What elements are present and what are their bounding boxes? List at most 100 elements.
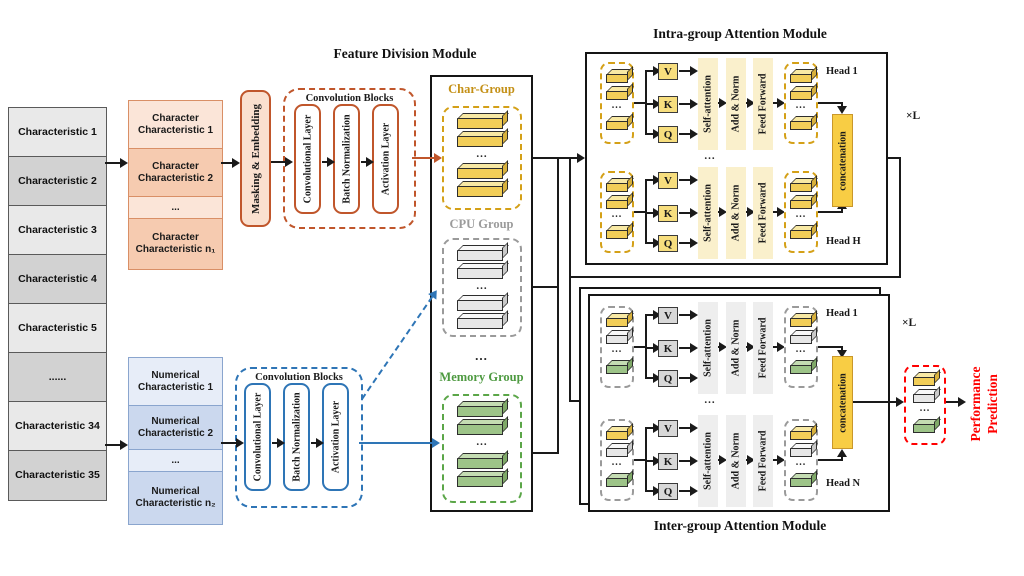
tensor-box (790, 318, 812, 327)
batch-normalization-box: Batch Normalization (333, 104, 360, 214)
convolution-blocks-title: Convolution Blocks (255, 372, 343, 383)
connector (569, 396, 587, 406)
feed-forward-label: Feed Forward (757, 73, 769, 135)
query-box: Q (658, 370, 678, 387)
tensor-box (606, 91, 628, 100)
arrow (645, 456, 661, 466)
arrow (645, 343, 661, 353)
feed-forward-stage: Feed Forward (753, 167, 773, 259)
tensor-box (606, 74, 628, 83)
tensor-box (457, 424, 503, 435)
ellipsis: ... (476, 280, 488, 292)
arrow (679, 129, 698, 139)
arrow (773, 207, 785, 217)
connector (818, 346, 843, 348)
value-box: V (658, 172, 678, 189)
arrow (718, 207, 727, 217)
convolutional-layer-label: Convolutional Layer (302, 114, 313, 204)
key-box: K (658, 205, 678, 222)
character-characteristic-cell: Character Characteristic 2 (129, 149, 222, 197)
masking-embedding-block: Masking & Embedding (240, 90, 271, 227)
add-norm-label: Add & Norm (730, 432, 742, 490)
tensor-box (457, 136, 503, 147)
tensor-box (913, 424, 935, 433)
numerical-characteristics-column: Numerical Characteristic 1 Numerical Cha… (128, 357, 223, 525)
stack-count-label: ×L (902, 317, 917, 329)
ellipsis: ... (919, 403, 931, 414)
cpu-group-label: CPU Group (449, 217, 514, 231)
arrow (773, 342, 785, 352)
add-norm-stage: Add & Norm (726, 167, 746, 259)
arrow (645, 486, 661, 496)
arrow (679, 486, 698, 496)
self-attention-label: Self-attention (702, 184, 714, 242)
connector (569, 157, 571, 402)
connector (634, 459, 646, 461)
add-norm-label: Add & Norm (730, 184, 742, 242)
connector (533, 153, 585, 163)
convolutional-layer-box: Convolutional Layer (244, 383, 271, 491)
arrow (645, 66, 661, 76)
key-box: K (658, 453, 678, 470)
inter-module-title: Inter-group Attention Module (653, 518, 827, 533)
numerical-to-memorygroup-arrow (359, 438, 440, 448)
ellipsis: ... (704, 394, 716, 406)
arrow (105, 440, 128, 450)
arrow (773, 455, 785, 465)
tensor-box (457, 168, 503, 179)
tensor-box (790, 74, 812, 83)
ellipsis: ... (611, 457, 623, 468)
arrow (679, 343, 698, 353)
arrow (645, 208, 661, 218)
tensor-box (457, 300, 503, 311)
connector (645, 427, 647, 492)
arrow (105, 158, 128, 168)
performance-prediction-label: Performance Prediction (968, 366, 1000, 442)
char-to-chargroup-arrow (412, 153, 442, 163)
tensor-box (606, 448, 628, 457)
tensor-box (457, 118, 503, 129)
add-norm-stage: Add & Norm (726, 302, 746, 394)
arrow (718, 342, 727, 352)
query-box: Q (658, 126, 678, 143)
ellipsis: ... (476, 148, 488, 160)
feed-forward-stage: Feed Forward (753, 302, 773, 394)
arrow (679, 373, 698, 383)
arrow (679, 310, 698, 320)
ellipsis: ... (611, 100, 623, 111)
tensor-box (790, 335, 812, 344)
self-attention-stage: Self-attention (698, 415, 718, 507)
feature-division-title: Feature Division Module (333, 46, 477, 61)
tensor-box (790, 365, 812, 374)
batch-normalization-box: Batch Normalization (283, 383, 310, 491)
feed-forward-label: Feed Forward (757, 182, 769, 244)
tensor-box (457, 268, 503, 279)
arrow (679, 208, 698, 218)
tensor-box (606, 318, 628, 327)
feed-forward-stage: Feed Forward (753, 58, 773, 150)
value-box: V (658, 420, 678, 437)
arrow (645, 373, 661, 383)
tensor-box (457, 186, 503, 197)
ellipsis: ... (611, 209, 623, 220)
table-row: Characteristic 5 (9, 304, 106, 353)
self-attention-label: Self-attention (702, 319, 714, 377)
self-attention-label: Self-attention (702, 75, 714, 133)
connector (569, 276, 901, 278)
tensor-box (606, 230, 628, 239)
arrow (679, 66, 698, 76)
add-norm-label: Add & Norm (730, 319, 742, 377)
batch-normalization-label: Batch Normalization (341, 114, 352, 204)
connector (818, 102, 843, 104)
concatenation-box: concatenation (832, 356, 853, 449)
arrow (946, 397, 966, 407)
tensor-box (790, 91, 812, 100)
convolutional-layer-label: Convolutional Layer (252, 392, 263, 482)
tensor-box (790, 121, 812, 130)
arrow (311, 438, 324, 448)
arrow (645, 175, 661, 185)
table-row-ellipsis: ...... (9, 353, 106, 402)
ellipsis: ... (476, 436, 488, 448)
query-box: Q (658, 235, 678, 252)
arrow (679, 456, 698, 466)
